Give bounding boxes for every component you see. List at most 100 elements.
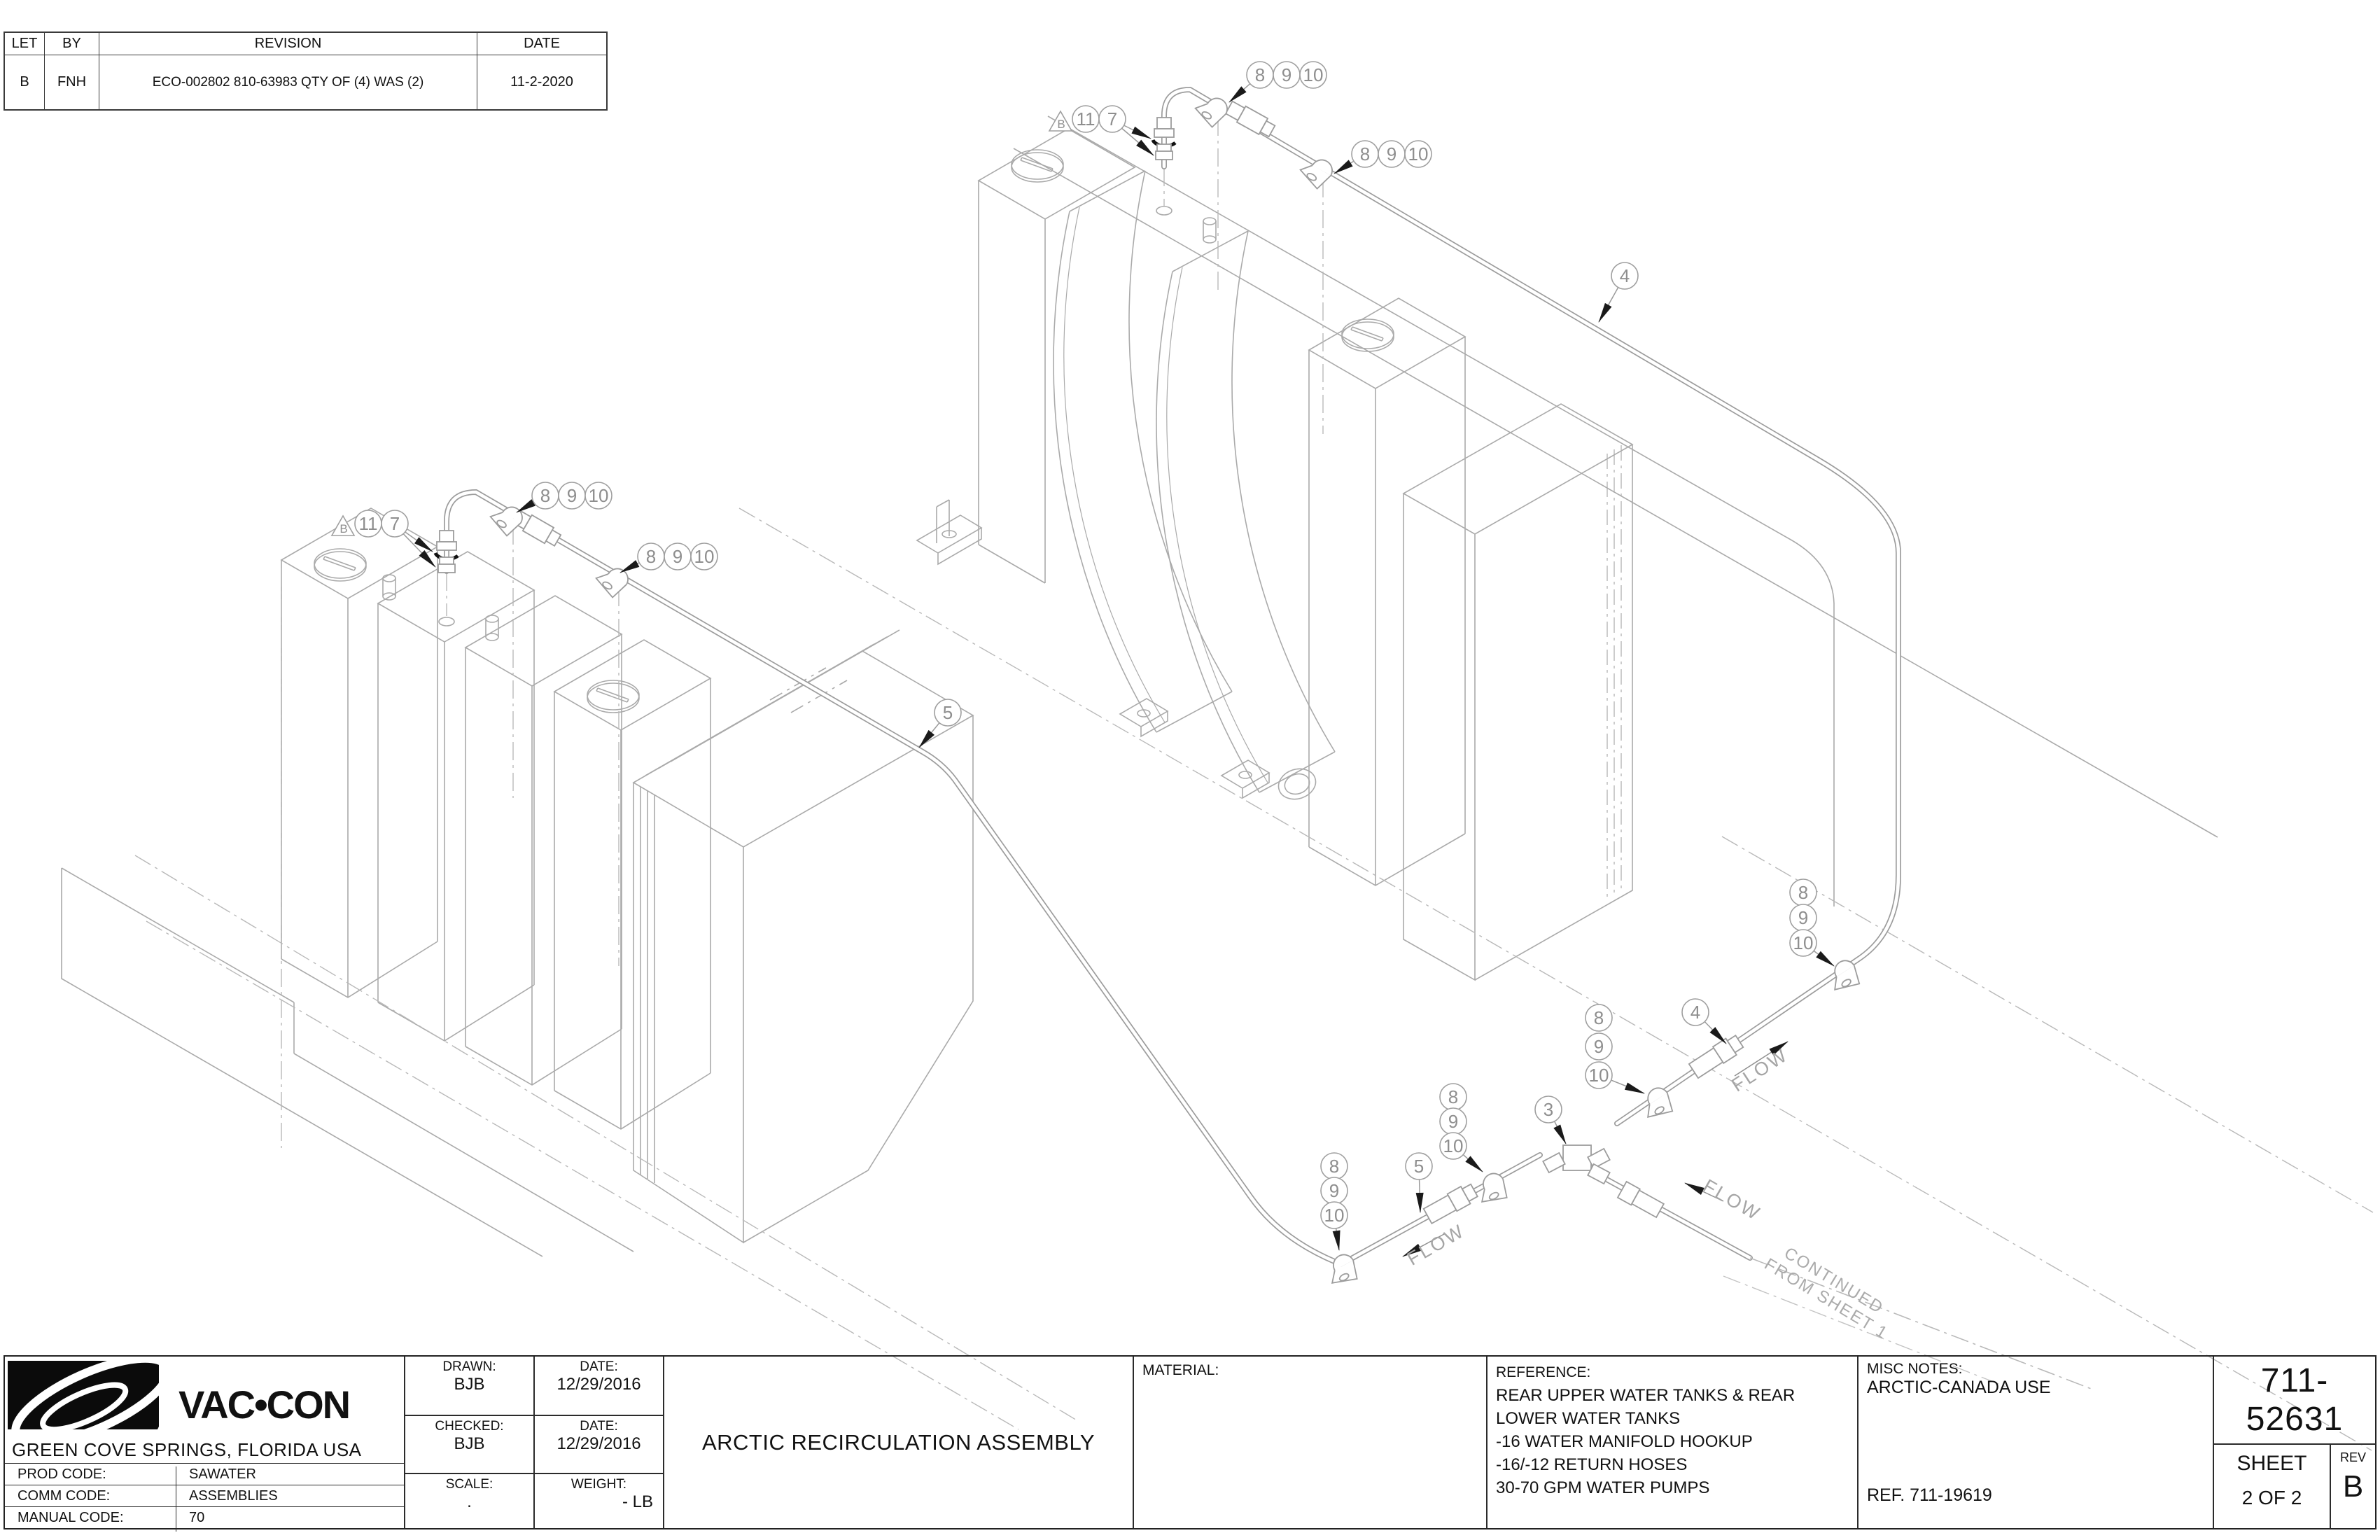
svg-text:8: 8: [1329, 1156, 1339, 1177]
svg-text:11: 11: [359, 513, 378, 534]
manual-code-row: MANUAL CODE: 70: [5, 1506, 404, 1532]
misc-ref-value: REF. 711-19619: [1867, 1485, 1992, 1505]
svg-text:9: 9: [1387, 144, 1396, 164]
weight-cell: WEIGHT: - LB: [533, 1473, 663, 1528]
tee-fitting: [1542, 1144, 1611, 1185]
checked-value: BJB: [454, 1434, 485, 1453]
leader-lines: [393, 74, 1835, 1251]
svg-text:9: 9: [1448, 1111, 1458, 1132]
svg-text:10: 10: [1589, 1065, 1609, 1086]
hose-fitting: [1224, 100, 1276, 138]
manual-code-label: MANUAL CODE:: [18, 1510, 124, 1525]
svg-text:9: 9: [1282, 64, 1292, 85]
checked-label: CHECKED:: [435, 1419, 504, 1434]
svg-text:B: B: [1057, 118, 1065, 131]
company-cell: VAC•CON GREEN COVE SPRINGS, FLORIDA USA …: [5, 1357, 404, 1532]
flow-label: FLOW: [1728, 1044, 1792, 1096]
checked-date-label: DATE:: [580, 1419, 618, 1434]
comm-code-label: COMM CODE:: [18, 1488, 111, 1504]
prod-code-value: SAWATER: [176, 1466, 256, 1488]
checked-cell: CHECKED: BJB: [404, 1415, 533, 1473]
weight-value: - LB: [622, 1492, 653, 1511]
reference-line: REAR UPPER WATER TANKS & REAR: [1496, 1386, 1795, 1405]
reference-label: REFERENCE:: [1496, 1364, 1591, 1380]
hose-clamps: [489, 97, 1861, 1284]
scale-label: SCALE:: [445, 1477, 493, 1492]
drawn-date-value: 12/29/2016: [556, 1375, 641, 1394]
flow-label: FLOW: [1700, 1175, 1765, 1225]
company-wordmark: VAC•CON: [178, 1382, 351, 1427]
svg-text:8: 8: [1594, 1007, 1604, 1028]
rev-value: B: [2342, 1469, 2364, 1504]
misc-notes-value: ARCTIC-CANADA USE: [1867, 1378, 2051, 1397]
company-location: GREEN COVE SPRINGS, FLORIDA USA: [12, 1439, 362, 1460]
balloon-callouts: 8 9 10 8 9 10 11 7 4 11 7 8 9 10 8 9 10 …: [330, 61, 1817, 1229]
rev-row-let: B: [5, 55, 45, 109]
comm-code-value: ASSEMBLIES: [176, 1488, 278, 1510]
svg-text:9: 9: [1594, 1036, 1604, 1057]
revision-triangle-flag: B B: [330, 110, 1073, 536]
svg-text:5: 5: [1414, 1156, 1424, 1177]
svg-text:8: 8: [540, 485, 550, 506]
misc-notes-cell: MISC NOTES: ARCTIC-CANADA USE REF. 711-1…: [1857, 1357, 2213, 1528]
sheet-value: 2 OF 2: [2241, 1487, 2302, 1508]
prod-code-row: PROD CODE: SAWATER: [5, 1463, 404, 1488]
svg-text:B: B: [340, 522, 347, 536]
upper-water-tanks: [916, 128, 1634, 981]
tank-cap-icon: [1011, 149, 1064, 183]
rev-row-revision: ECO-002802 810-63983 QTY OF (4) WAS (2): [99, 55, 477, 109]
revision-table: LET BY REVISION DATE B FNH ECO-002802 81…: [4, 31, 608, 111]
tank-cap-icon: [314, 548, 367, 582]
misc-notes-label: MISC NOTES:: [1867, 1361, 1963, 1377]
fittings-and-clamps: [433, 97, 1861, 1284]
sheet-cell: SHEET 2 OF 2: [2213, 1443, 2330, 1528]
material-label: MATERIAL:: [1142, 1362, 1219, 1378]
drawn-date-cell: DATE: 12/29/2016: [533, 1357, 663, 1415]
rev-row-date: 11-2-2020: [510, 74, 573, 90]
hose-fitting: [1616, 1180, 1665, 1219]
svg-text:5: 5: [943, 702, 953, 723]
tank-cap-icon: [1341, 318, 1394, 352]
scale-value: .: [467, 1492, 472, 1511]
scale-cell: SCALE: .: [404, 1473, 533, 1528]
drawn-date-label: DATE:: [580, 1359, 618, 1374]
title-block: VAC•CON GREEN COVE SPRINGS, FLORIDA USA …: [4, 1355, 2376, 1532]
svg-text:3: 3: [1544, 1099, 1553, 1120]
svg-text:10: 10: [1443, 1135, 1464, 1156]
lower-water-tanks: [61, 507, 712, 1257]
comm-code-row: COMM CODE: ASSEMBLIES: [5, 1485, 404, 1510]
svg-text:11: 11: [1077, 108, 1096, 130]
tank-port-icon: [382, 574, 499, 641]
svg-text:4: 4: [1620, 265, 1630, 286]
svg-text:9: 9: [673, 546, 682, 567]
material-cell: MATERIAL:: [1133, 1357, 1486, 1528]
prod-code-label: PROD CODE:: [18, 1466, 106, 1482]
rev-header-let: LET: [5, 33, 45, 55]
drawing-number: 711-52631: [2213, 1357, 2375, 1443]
reference-line: -16 WATER MANIFOLD HOOKUP: [1496, 1432, 1753, 1451]
svg-text:8: 8: [1255, 64, 1265, 85]
vac-con-logo-swirl: [8, 1361, 191, 1432]
svg-text:7: 7: [390, 513, 400, 534]
drawn-value: BJB: [454, 1375, 485, 1394]
svg-text:10: 10: [694, 546, 715, 567]
rev-header-revision: REVISION: [99, 33, 477, 55]
heat-exchanger-panel: [632, 629, 974, 1244]
svg-text:9: 9: [567, 485, 577, 506]
centerlines: [134, 118, 2374, 1451]
weight-label: WEIGHT:: [570, 1477, 627, 1492]
tank-drain-port-icon: [1278, 768, 1317, 800]
sheet-label: SHEET: [2236, 1452, 2307, 1475]
svg-text:9: 9: [1798, 907, 1808, 928]
rev-label: REV: [2339, 1450, 2366, 1464]
reference-line: 30-70 GPM WATER PUMPS: [1496, 1478, 1710, 1497]
checked-date-cell: DATE: 12/29/2016: [533, 1415, 663, 1473]
tank-cap-icon: [587, 680, 640, 713]
svg-text:8: 8: [646, 546, 656, 567]
rev-row-by: FNH: [45, 55, 99, 109]
return-hoses: [444, 86, 2094, 1390]
svg-text:7: 7: [1107, 108, 1117, 130]
svg-text:8: 8: [1360, 144, 1370, 164]
